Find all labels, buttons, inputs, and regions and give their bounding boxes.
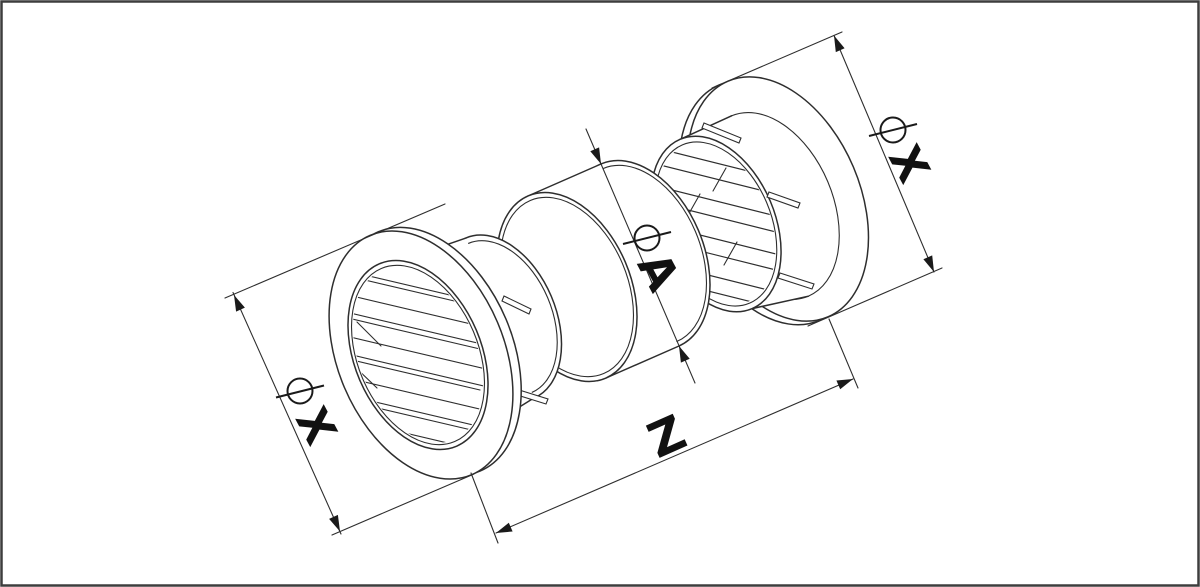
arrowhead bbox=[590, 147, 601, 164]
arrowhead bbox=[836, 379, 853, 390]
tube-top-edge bbox=[527, 163, 602, 197]
extension-line-bottom bbox=[807, 267, 943, 327]
dimension-line bbox=[495, 378, 854, 534]
dimension-line bbox=[585, 128, 696, 384]
dimension-line bbox=[232, 291, 342, 535]
extension-line-bottom bbox=[331, 473, 475, 536]
dimension-line bbox=[833, 34, 935, 273]
diameter-symbol-icon bbox=[622, 224, 672, 252]
arrowhead bbox=[234, 295, 245, 312]
extension-line-top bbox=[224, 203, 446, 299]
left-grille bbox=[328, 226, 563, 480]
diameter-symbol-icon bbox=[275, 377, 325, 405]
left-spigot-slot-side bbox=[501, 295, 532, 315]
arrowhead bbox=[679, 346, 690, 363]
extension-line-right bbox=[828, 318, 859, 389]
arrowhead bbox=[496, 522, 513, 533]
right-spigot-slot-middle bbox=[766, 191, 801, 209]
diameter-symbol-icon bbox=[868, 116, 918, 144]
extension-line-top bbox=[711, 31, 843, 89]
arrowhead bbox=[923, 255, 934, 272]
right-spigot-slot-bottom bbox=[777, 272, 815, 290]
arrowhead bbox=[834, 35, 845, 53]
right-spigot-slot-top bbox=[701, 122, 742, 144]
tube-bottom-edge bbox=[605, 345, 680, 379]
left-face-ring-inner bbox=[350, 264, 486, 446]
right-spigot-bottom-edge bbox=[751, 295, 810, 310]
arrowhead bbox=[329, 514, 340, 532]
extension-line-left bbox=[470, 472, 499, 544]
